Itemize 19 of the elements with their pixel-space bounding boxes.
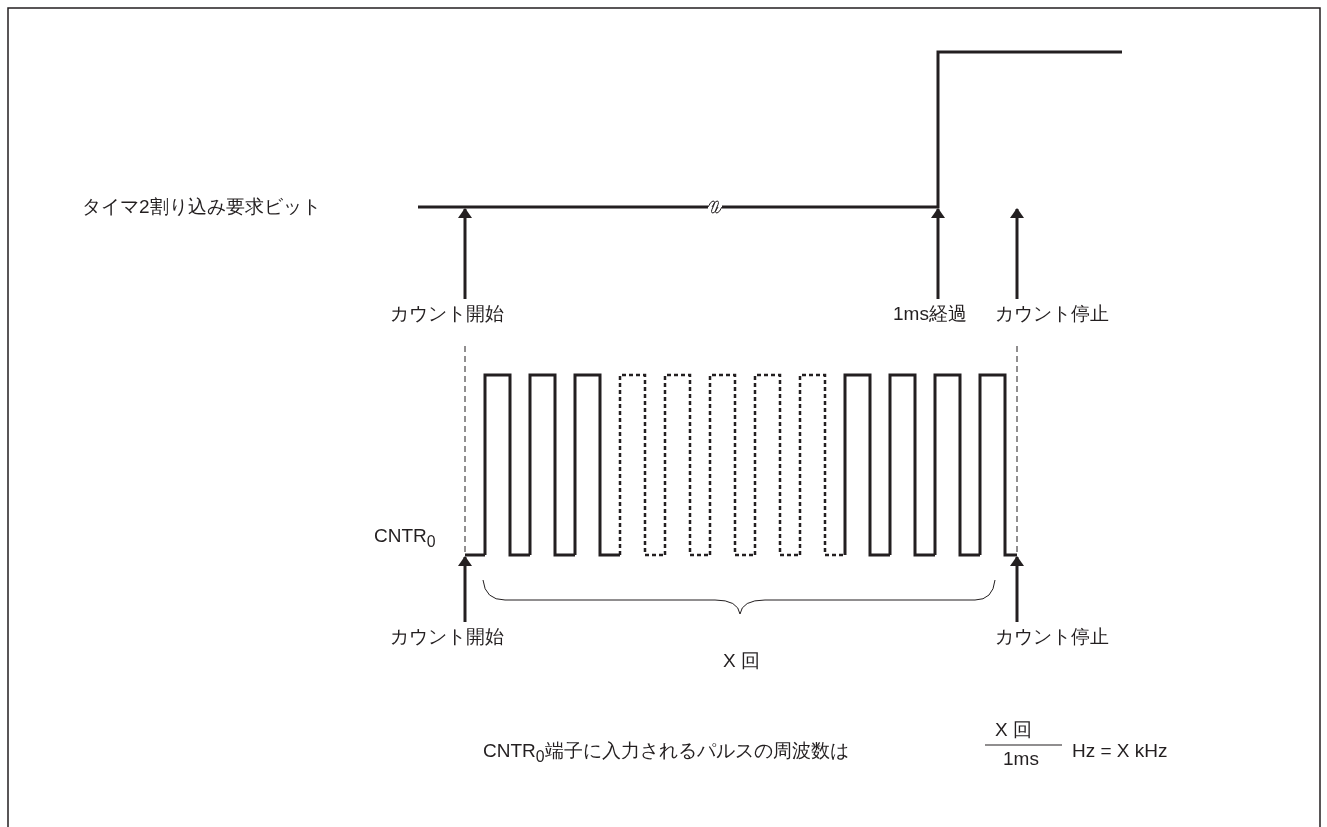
arrow: [458, 556, 472, 622]
formula-text: CNTR$_{0}$端子に入力されるパルスの周波数は: [483, 740, 849, 767]
pulse-waveform: [463, 373, 1019, 557]
event-label: カウント開始: [390, 303, 504, 325]
arrow: [1010, 208, 1024, 299]
event-label: 1ms経過: [893, 303, 967, 325]
event-label: カウント停止: [995, 303, 1109, 325]
arrow: [458, 208, 472, 299]
fraction-denominator: 1ms: [1003, 748, 1039, 770]
event-label: カウント開始: [390, 626, 504, 648]
arrow: [1010, 556, 1024, 622]
formula-text: Hz = X kHz: [1072, 740, 1168, 762]
fraction-numerator: X 回: [995, 719, 1032, 741]
arrow: [931, 208, 945, 299]
signal-name: CNTR$_{0}$: [374, 525, 436, 552]
signal-waveform: [416, 50, 1124, 209]
signal-name: タイマ2割り込み要求ビット: [82, 196, 321, 218]
brace-label: X 回: [723, 650, 760, 672]
event-label: カウント停止: [995, 626, 1109, 648]
